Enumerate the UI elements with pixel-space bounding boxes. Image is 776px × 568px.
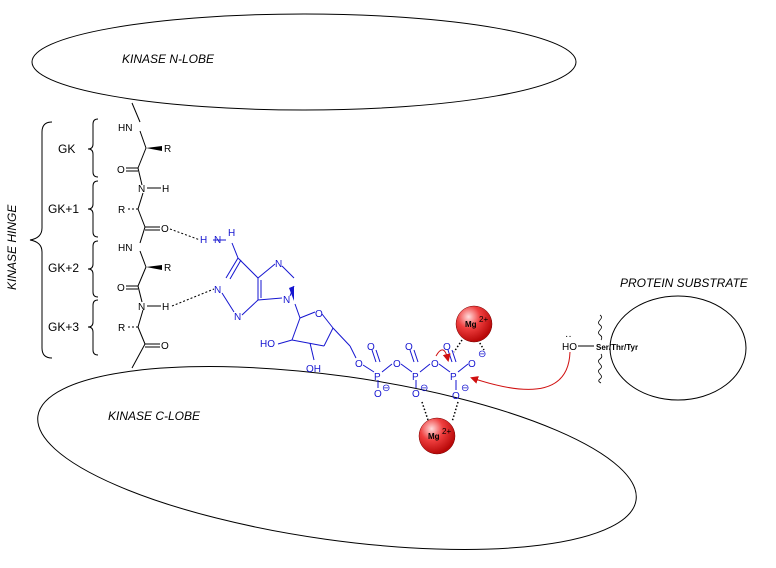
atp-o-alpha-bot: O [374,389,382,400]
nucleophilic-attack-arrow [470,351,571,390]
residue-gk2: GK+2 [48,261,79,275]
atom-o-gk3: O [161,341,169,352]
substrate-hydroxyl: HO [562,342,577,353]
atp-o-beta-top: O [405,342,413,353]
curved-arrow-phosphate [435,349,451,362]
mg-label-bottom: Mg [428,432,440,441]
mg-sphere-top [455,305,493,343]
residue-gk: GK [58,142,75,156]
atp-o-beta-bot: O [412,389,420,400]
atp-h2: H [228,228,235,239]
atom-o-gk1: O [161,224,169,235]
mg-label-top: Mg [465,320,477,329]
n-lobe-label: KINASE N-LOBE [122,52,215,66]
substrate-ellipse [609,295,747,401]
atp-n1: N [214,285,221,296]
wedge-bond-gk [146,146,162,151]
atp-n7: N [275,259,282,270]
wedge-bond-gk2 [146,265,162,270]
atp-o-ring: O [315,309,323,320]
hinge-brace [29,121,53,359]
atp-p-beta: P [412,372,419,383]
residue-gk1: GK+1 [48,202,79,216]
mg-charge-top: 2+ [479,315,488,324]
brace-gk3 [87,299,99,356]
substrate-squiggle-top [598,314,603,341]
atp-bonds [213,239,469,390]
atom-hn-gk2: HN [118,243,132,254]
atp-minus-gamma2: ⊖ [461,383,469,394]
atom-h-gk3: H [162,302,169,313]
c-lobe-label: KINASE C-LOBE [108,409,201,423]
atp-n9: N [283,295,290,306]
substrate-residue: Ser/Thr/Tyr [596,343,638,352]
atp-minus-beta: ⊖ [420,383,428,394]
atp-n3: N [234,312,241,323]
atp-ho: HO [260,339,275,350]
atom-n-gk3: N [138,302,145,313]
wedge-bond-ribose [289,286,294,301]
atp-p-gamma: P [450,372,457,383]
brace-gk [87,118,99,178]
atom-n-gk1: N [138,184,145,195]
atom-o-gk2: O [117,283,125,294]
atp-h1: H [200,235,207,246]
residue-gk3: GK+3 [48,320,79,334]
mg-ion-bottom: Mg 2+ [418,417,456,455]
brace-gk2 [87,240,99,298]
atom-hn-top: HN [118,123,132,134]
atom-r-gk: R [164,144,171,155]
atp-o-alpha-top: O [367,342,375,353]
substrate-squiggle-bottom [598,353,603,384]
atp-n-amine: N [214,235,221,246]
c-lobe-ellipse [37,366,637,550]
n-lobe-ellipse [31,13,577,111]
brace-gk1 [87,180,99,238]
atom-h-gk1: H [162,184,169,195]
hinge-label: KINASE HINGE [5,204,19,290]
atp-o5: O [355,359,363,370]
atom-r-gk2: R [164,263,171,274]
atp-minus-alpha: ⊖ [382,383,390,394]
mg-sphere-bottom [418,417,456,455]
atom-o-gk: O [117,165,125,176]
atp-p-alpha: P [374,372,381,383]
substrate-lone-pair: ·· [565,331,572,342]
atom-r-gk1: R [118,205,125,216]
mg-coordination [421,339,485,423]
atp-o-gamma-right: O [468,359,476,370]
atp-oh: OH [306,364,321,375]
hydrogen-bonds [169,228,215,307]
substrate-label: PROTEIN SUBSTRATE [620,276,749,290]
atp-minus-gamma1: ⊖ [478,349,486,360]
atp-o-bridge2: O [431,359,439,370]
mg-charge-bottom: 2+ [442,427,451,436]
peptide-backbone [126,102,161,369]
atp-o-gamma-bot: O [452,391,460,402]
atp-o-bridge1: O [393,359,401,370]
atom-r-gk3: R [118,323,125,334]
atp-o-gamma-top: O [443,342,451,353]
mg-ion-top: Mg 2+ [455,305,493,343]
